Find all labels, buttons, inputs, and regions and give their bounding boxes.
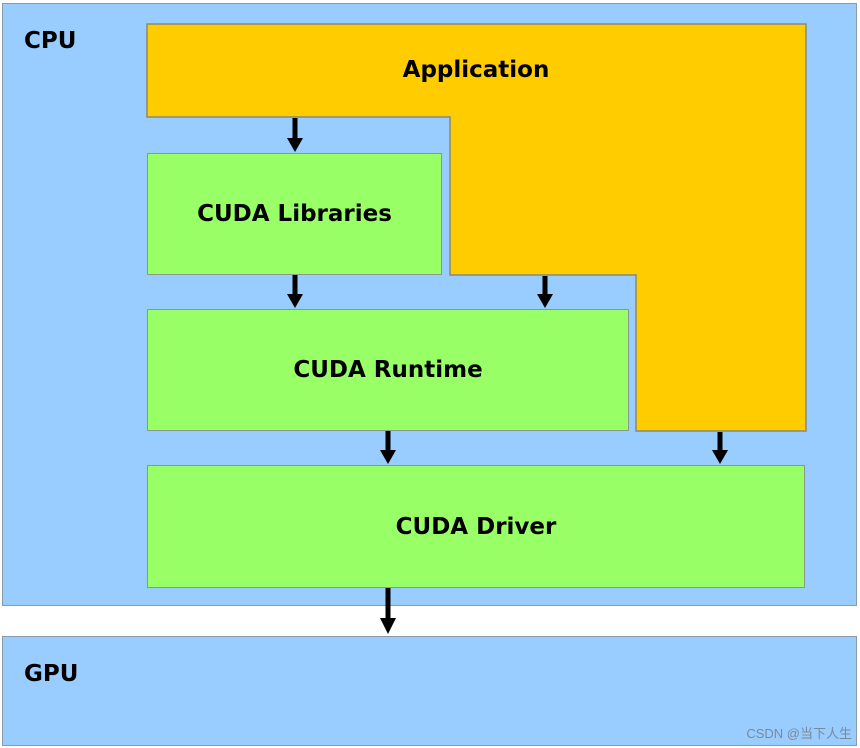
cuda-libraries-label: CUDA Libraries [197, 201, 392, 227]
gpu-label: GPU [24, 661, 79, 687]
cuda-runtime-box: CUDA Runtime [147, 309, 629, 431]
arrow-driver-to-gpu [380, 588, 396, 634]
cuda-libraries-box: CUDA Libraries [147, 153, 442, 275]
watermark: CSDN @当下人生 [746, 726, 852, 741]
cuda-driver-box: CUDA Driver [147, 465, 805, 588]
application-label: Application [402, 57, 550, 83]
arrow-runtime-to-driver [380, 431, 396, 464]
arrow-app-to-runtime [537, 276, 553, 308]
arrow-app-to-driver [712, 432, 728, 464]
arrow-app-to-libraries [287, 118, 303, 152]
arrow-libraries-to-runtime [287, 275, 303, 308]
cuda-runtime-label: CUDA Runtime [293, 357, 483, 383]
cuda-driver-label: CUDA Driver [395, 513, 557, 540]
gpu-region [2, 636, 857, 746]
cpu-label: CPU [24, 28, 77, 54]
